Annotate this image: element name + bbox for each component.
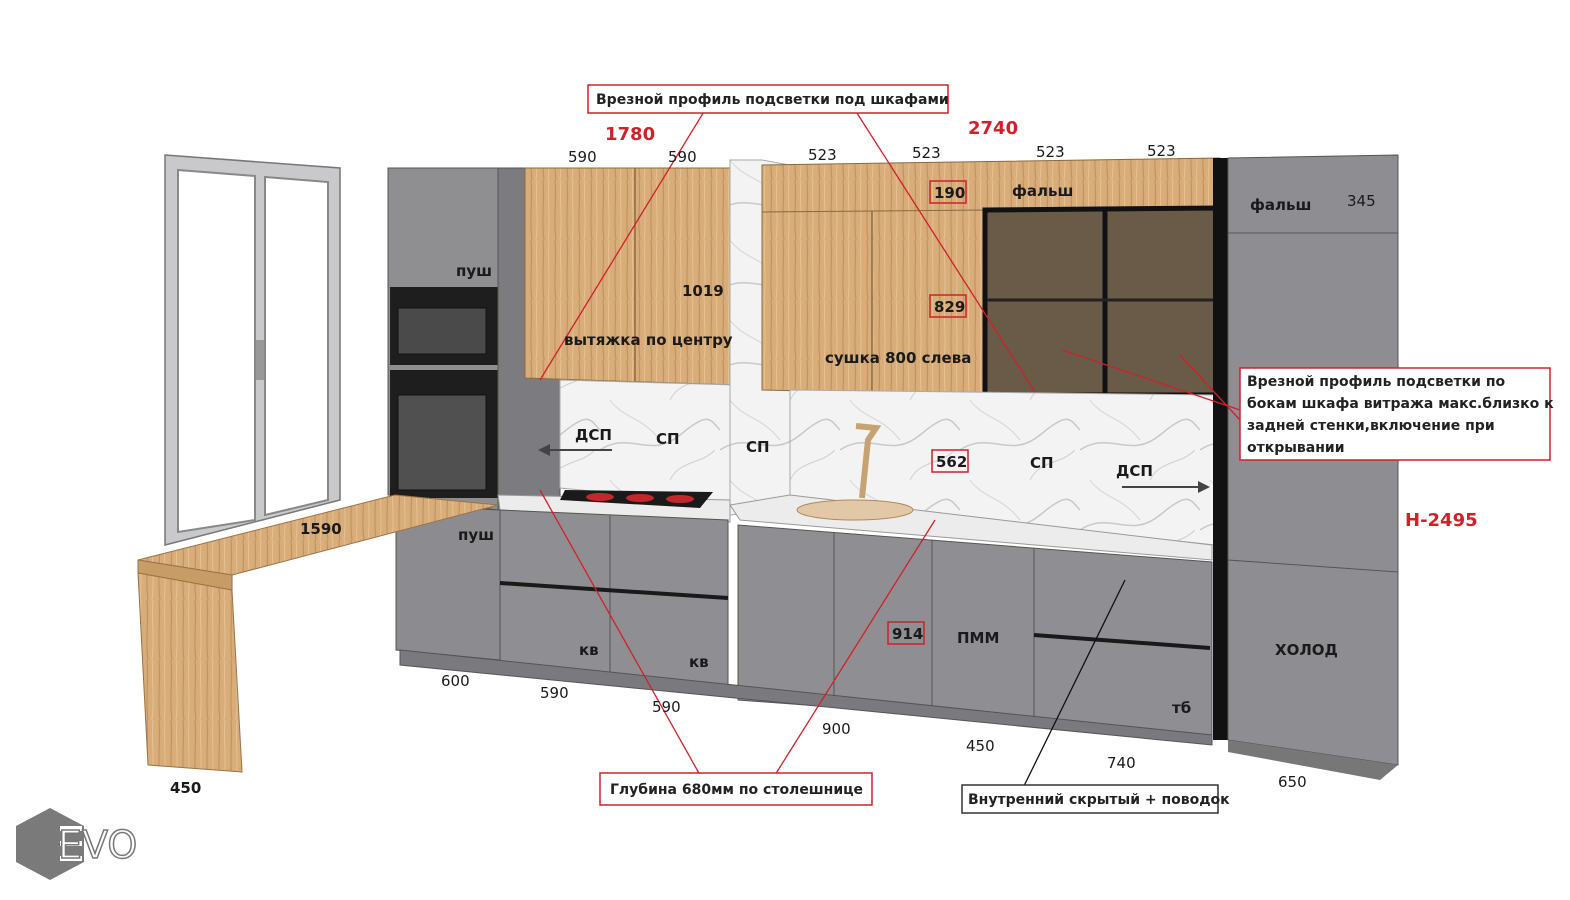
faucet [855,423,882,499]
dim-upper-w4: 523 [912,144,941,162]
dim-total-left: 1780 [605,124,655,145]
base-cabinets-middle [499,509,729,686]
red-leader-lines [539,109,1241,776]
callout-top-box [587,84,949,114]
dim-tall-falsh: 345 [1347,192,1376,210]
label-sp-right: СП [1030,454,1054,472]
dim-backsplash-height: 562 [936,453,967,471]
dsp-arrow-right [1122,481,1210,493]
dim-base-height: 914 [892,625,923,643]
dim-bar-length: 1590 [300,520,342,538]
label-kv2: кв [689,653,709,671]
dim-total-right: 2740 [968,118,1018,139]
dim-upper-w3: 523 [808,146,837,164]
label-hood: вытяжка по центру [564,331,733,349]
dim-upper-w2: 590 [668,148,697,166]
label-dsp-left: ДСП [575,426,612,444]
callout-top-profile: Врезной профиль подсветки под шкафами [596,92,949,108]
bar-counter [137,494,499,773]
dim-base-w6: 740 [1107,754,1136,772]
label-push-bottom: пуш [458,526,494,544]
callout-hidden-box [961,784,1219,814]
dim-base-w3: 590 [652,698,681,716]
balcony-door [164,154,341,546]
label-falsh-tall: фальш [1250,196,1311,214]
dim-upper-w1: 590 [568,148,597,166]
fridge-column [1213,154,1399,780]
plinth [399,649,1213,746]
dim-total-height: H-2495 [1405,510,1478,531]
evo-logo: EVO [16,808,138,880]
dim-base-w4: 900 [822,720,851,738]
black-leader-line [1021,579,1126,791]
label-dryer: сушка 800 слева [825,349,971,367]
callout-hidden-mechanism: Внутренний скрытый + поводок [968,792,1230,808]
label-kv1: кв [579,641,599,659]
callout-side-profile: Врезной профиль подсветки по бокам шкафа… [1247,374,1559,456]
dsp-arrow-left [538,444,612,456]
label-pmm: ПММ [957,629,999,647]
upper-cabinets-left [524,167,736,386]
dim-base-w7: 650 [1278,773,1307,791]
dim-base-w1: 600 [441,672,470,690]
label-fridge: ХОЛОД [1275,641,1338,659]
label-falsh-upper: фальш [1012,182,1073,200]
logo-text: EVO [58,823,137,867]
sink [796,499,914,521]
dim-upper-w6: 523 [1147,142,1176,160]
callout-depth: Глубина 680мм по столешнице [610,782,863,798]
callout-side-box [1239,367,1551,461]
dim-upper-height: 829 [934,298,965,316]
dim-upper-h-left: 1019 [682,282,724,300]
callout-depth-box [599,772,873,806]
label-sp-pillar: СП [746,438,770,456]
label-sp-left: СП [656,430,680,448]
dim-upper-w5: 523 [1036,143,1065,161]
oven-column [387,167,499,511]
label-dsp-right: ДСП [1116,462,1153,480]
dim-base-w2: 590 [540,684,569,702]
dim-falsh-height: 190 [934,184,965,202]
label-tb: тб [1172,699,1191,717]
dim-base-w5: 450 [966,737,995,755]
label-push-top: пуш [456,262,492,280]
dim-bar-width: 450 [170,779,201,797]
